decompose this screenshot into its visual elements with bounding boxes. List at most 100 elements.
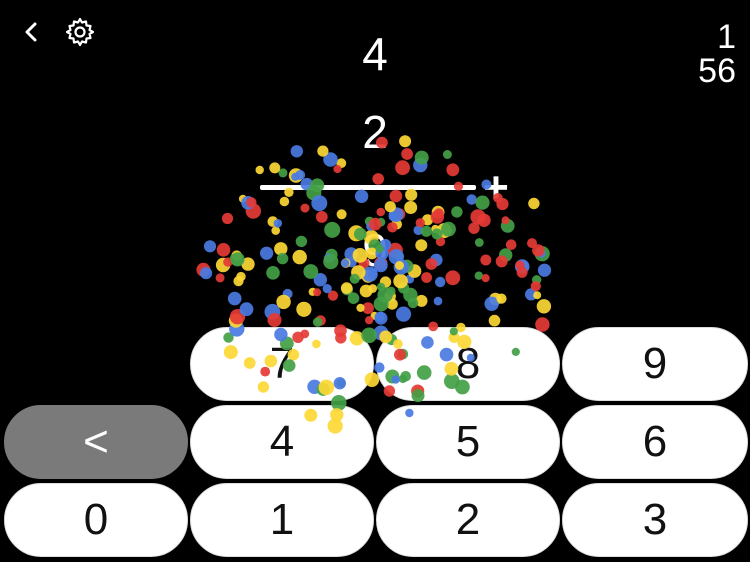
confetti-dot: [484, 296, 499, 311]
key-6[interactable]: 6: [562, 405, 748, 479]
confetti-dot: [433, 208, 444, 219]
confetti-dot: [386, 286, 396, 296]
key-1[interactable]: 1: [190, 483, 374, 557]
confetti-dot: [481, 274, 490, 283]
key-8[interactable]: 8: [376, 327, 560, 401]
settings-button[interactable]: [62, 14, 98, 50]
confetti-dot: [405, 188, 418, 201]
confetti-dot: [403, 287, 418, 303]
confetti-dot: [274, 242, 288, 256]
confetti-dot: [515, 260, 525, 270]
confetti-dot: [525, 288, 538, 301]
confetti-dot: [395, 306, 412, 322]
confetti-dot: [466, 194, 477, 205]
confetti-dot: [215, 257, 231, 273]
confetti-dot: [430, 210, 445, 224]
problem-second-number: 2: [362, 106, 388, 158]
confetti-dot: [312, 317, 323, 327]
confetti-dot: [368, 284, 378, 293]
confetti-dot: [216, 243, 231, 257]
confetti-dot: [407, 297, 419, 309]
score-line-2: 56: [698, 52, 736, 90]
operator-sign: +: [483, 163, 509, 212]
confetti-dot: [311, 195, 328, 212]
confetti-dot: [480, 254, 492, 266]
confetti-dot: [200, 267, 213, 280]
confetti-dot: [264, 303, 281, 320]
confetti-dot: [279, 196, 290, 207]
confetti-dot: [228, 313, 243, 328]
confetti-dot: [266, 266, 280, 280]
confetti-dot: [196, 262, 211, 277]
confetti-dot: [203, 240, 217, 253]
confetti-dot: [229, 309, 246, 325]
confetti-dot: [336, 158, 347, 169]
confetti-dot: [377, 287, 393, 303]
confetti-dot: [376, 282, 386, 291]
confetti-dot: [388, 207, 404, 223]
confetti-dot: [388, 211, 399, 222]
confetti-dot: [255, 165, 264, 175]
confetti-dot: [365, 316, 374, 325]
confetti-dot: [527, 238, 537, 249]
confetti-dot: [374, 311, 385, 322]
confetti-dot: [515, 260, 529, 274]
confetti-dot: [359, 284, 373, 298]
confetti-dot: [384, 201, 396, 213]
key-3[interactable]: 3: [562, 483, 748, 557]
confetti-dot: [415, 294, 428, 307]
key-9[interactable]: 9: [562, 327, 748, 401]
confetti-dot: [362, 302, 374, 315]
answer-entry: 9: [362, 224, 388, 276]
confetti-dot: [501, 216, 510, 225]
key-5[interactable]: 5: [376, 405, 560, 479]
confetti-dot: [269, 162, 281, 174]
confetti-dot: [300, 203, 310, 213]
confetti-dot: [315, 211, 328, 223]
score-line-1: 1: [717, 18, 736, 56]
confetti-dot: [354, 189, 369, 203]
confetti-dot: [246, 197, 257, 208]
confetti-dot: [308, 287, 317, 296]
confetti-dot: [347, 292, 360, 305]
confetti-dot: [313, 288, 322, 297]
confetti-dot: [245, 203, 261, 219]
key-2[interactable]: 2: [376, 483, 560, 557]
confetti-dot: [241, 257, 255, 271]
confetti-dot: [505, 239, 517, 250]
confetti-dot: [322, 284, 332, 294]
confetti-dot: [282, 288, 293, 299]
confetti-dot: [238, 194, 247, 203]
chevron-left-icon: [25, 22, 37, 42]
confetti-dot: [389, 189, 403, 203]
confetti-dot: [413, 157, 428, 173]
confetti-dot: [474, 238, 484, 247]
confetti-dot: [374, 311, 388, 325]
confetti-dot: [267, 216, 279, 227]
confetti-dot: [537, 263, 552, 277]
equation-divider: [260, 185, 476, 190]
confetti-dot: [236, 271, 246, 282]
confetti-dot: [273, 219, 283, 228]
confetti-dot: [215, 273, 225, 283]
key-4[interactable]: 4: [190, 405, 374, 479]
confetti-dot: [276, 252, 289, 265]
confetti-dot: [241, 196, 255, 210]
confetti-dot: [451, 206, 463, 218]
confetti-dot: [227, 291, 242, 306]
confetti-dot: [530, 281, 541, 292]
key-0[interactable]: 0: [4, 483, 188, 557]
backspace-button[interactable]: <: [4, 405, 188, 479]
confetti-dot: [532, 244, 545, 257]
confetti-dot: [514, 259, 530, 274]
key-7[interactable]: 7: [190, 327, 374, 401]
back-button[interactable]: [14, 14, 50, 50]
confetti-dot: [489, 292, 502, 306]
confetti-dot: [534, 246, 550, 262]
confetti-dot: [271, 226, 281, 235]
confetti-dot: [260, 246, 274, 260]
confetti-dot: [239, 302, 254, 317]
confetti-dot: [333, 164, 342, 174]
confetti-dot: [384, 290, 396, 303]
confetti-dot: [372, 173, 385, 185]
